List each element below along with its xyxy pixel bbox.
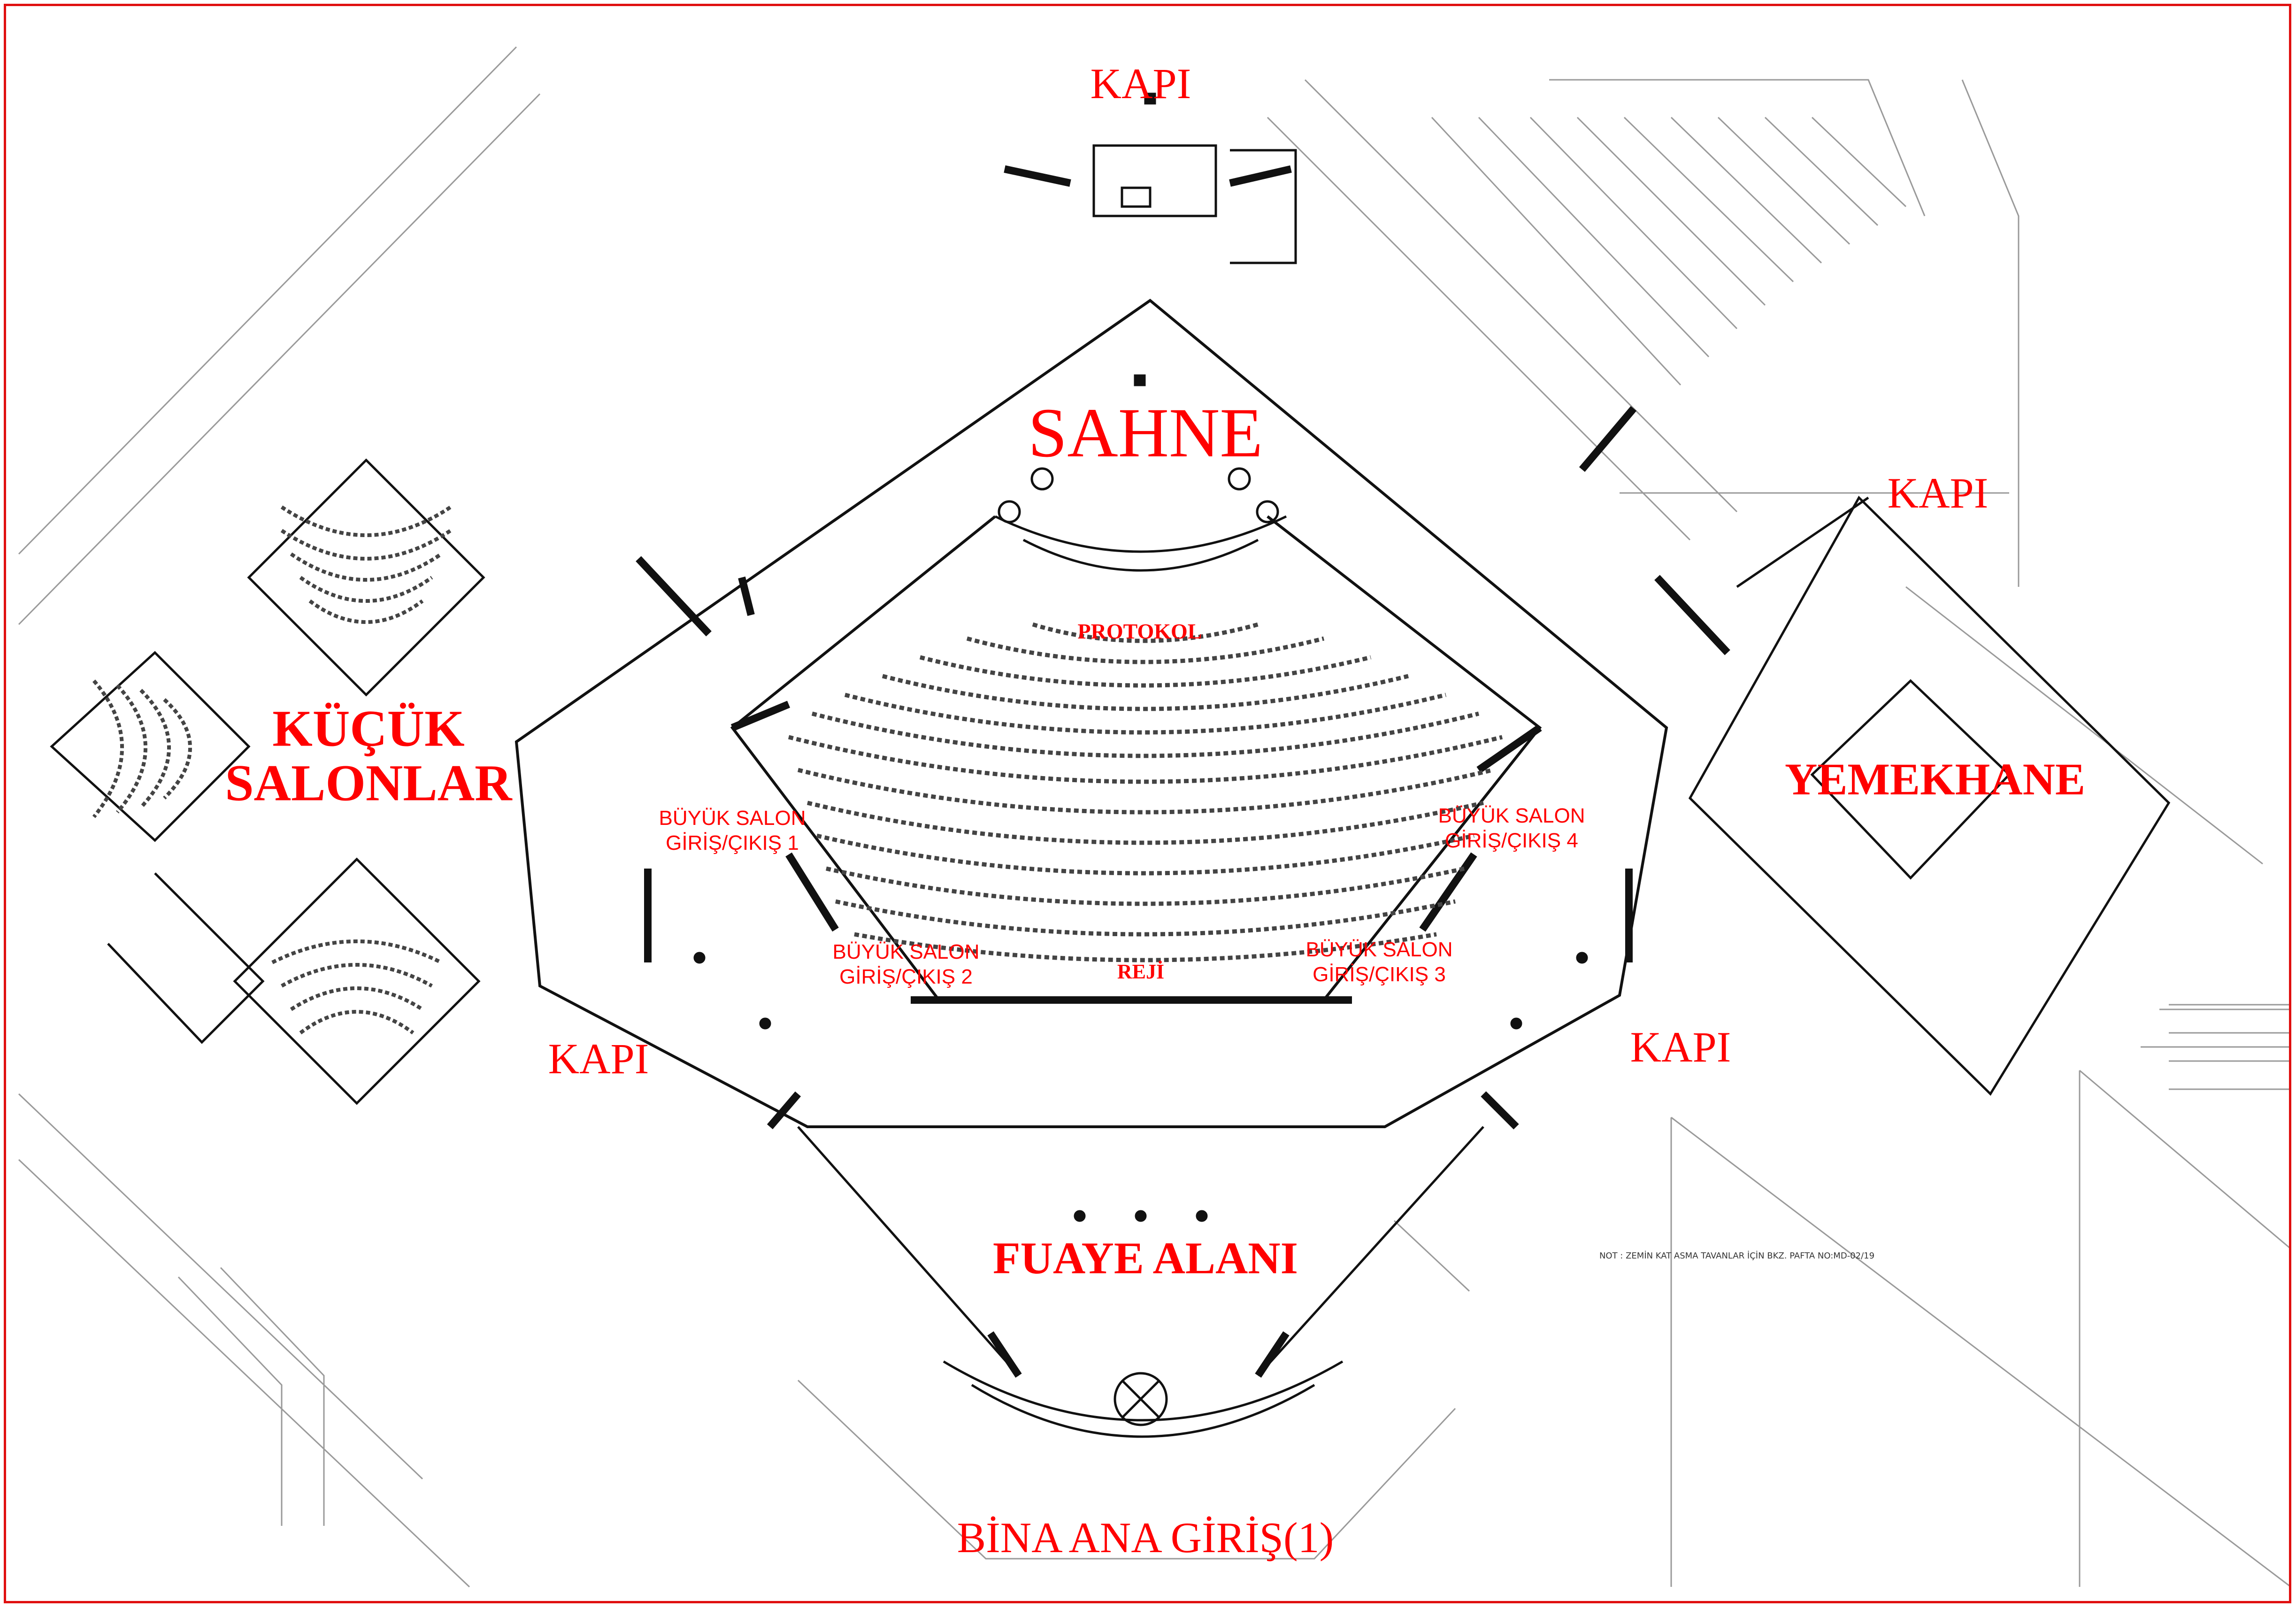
- label-kucuk-salonlar: KÜÇÜK SALONLAR: [225, 700, 512, 811]
- label-kapi-left: KAPI: [548, 1035, 649, 1083]
- label-buyuk-salon-1-line2: GİRİŞ/ÇIKIŞ 1: [666, 831, 799, 854]
- main-hall-seating: [788, 622, 1503, 962]
- label-buyuk-salon-3: BÜYÜK SALON GİRİŞ/ÇIKIŞ 3: [1306, 938, 1453, 987]
- label-bina-ana-giris: BİNA ANA GİRİŞ(1): [957, 1514, 1334, 1562]
- small-halls-left: [50, 458, 485, 1105]
- label-yemekhane: YEMEKHANE: [1784, 754, 2086, 804]
- label-buyuk-salon-2-line2: GİRİŞ/ÇIKIŞ 2: [839, 965, 973, 988]
- stage: [994, 374, 1287, 572]
- label-kapi-right: KAPI: [1887, 469, 1989, 517]
- dining-hall-outline: [1688, 495, 2171, 1096]
- label-protokol: PROTOKOL: [1077, 619, 1202, 643]
- label-buyuk-salon-1-line1: BÜYÜK SALON: [659, 807, 806, 830]
- small-halls-seating: [92, 505, 452, 1035]
- label-buyuk-salon-2: BÜYÜK SALON GİRİŞ/ÇIKIŞ 2: [833, 940, 980, 990]
- top-entrance: [1092, 92, 1297, 264]
- label-fuaye-alani: FUAYE ALANI: [993, 1233, 1298, 1283]
- label-buyuk-salon-4-line1: BÜYÜK SALON: [1438, 804, 1585, 828]
- site-lines: [18, 46, 2291, 1588]
- label-buyuk-salon-4-line2: GİRİŞ/ÇIKIŞ 4: [1445, 829, 1578, 852]
- label-kapi-lower-right: KAPI: [1630, 1023, 1731, 1071]
- parking-stripes: [1431, 116, 2291, 1048]
- label-buyuk-salon-1: BÜYÜK SALON GİRİŞ/ÇIKIŞ 1: [659, 806, 806, 856]
- label-buyuk-salon-3-line2: GİRİŞ/ÇIKIŞ 3: [1313, 963, 1446, 986]
- label-buyuk-salon-4: BÜYÜK SALON GİRİŞ/ÇIKIŞ 4: [1438, 804, 1585, 854]
- label-buyuk-salon-3-line1: BÜYÜK SALON: [1305, 938, 1453, 962]
- foyer: [693, 952, 1588, 1438]
- label-sahne: SAHNE: [1028, 394, 1263, 472]
- drawing-note: NOT : ZEMİN KAT ASMA TAVANLAR İÇİN BKZ. …: [1599, 1251, 1875, 1261]
- label-reji: REJİ: [1117, 960, 1165, 983]
- label-kucuk-salonlar-line2: SALONLAR: [225, 754, 512, 811]
- label-buyuk-salon-2-line1: BÜYÜK SALON: [832, 940, 980, 964]
- label-kapi-top: KAPI: [1090, 60, 1191, 108]
- label-kucuk-salonlar-line1: KÜÇÜK: [272, 700, 465, 757]
